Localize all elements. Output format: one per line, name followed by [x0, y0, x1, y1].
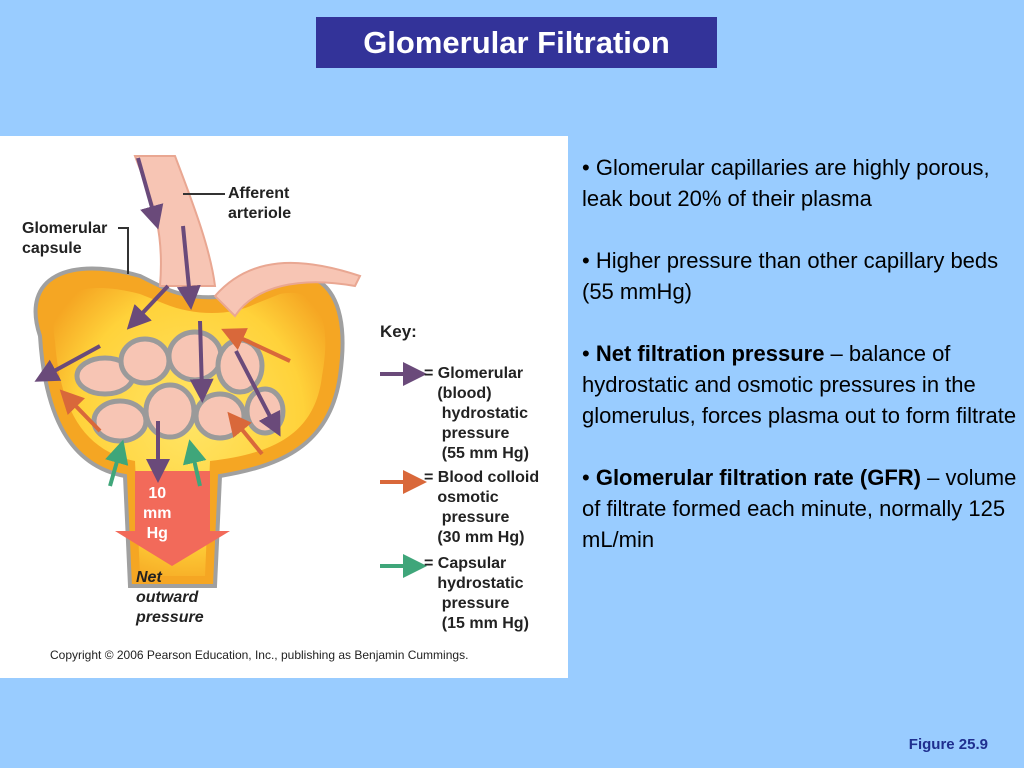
- figure-number: Figure 25.9: [908, 736, 988, 753]
- glomerulus-figure: Afferent arteriole Glomerular capsule 10…: [0, 136, 568, 678]
- net-outward-pressure-label: Net outward pressure: [136, 569, 204, 626]
- glomerulus-diagram: [33, 155, 427, 588]
- bullet-item: • Glomerular capillaries are highly poro…: [582, 152, 1018, 214]
- key-item-glomerular: = Glomerular (blood) hydrostatic pressur…: [424, 365, 529, 462]
- bullet-item: • Net filtration pressure – balance of h…: [582, 338, 1018, 431]
- osmotic-pressure-arrows: [59, 328, 291, 456]
- glomerular-capsule-label: Glomerular capsule: [22, 220, 108, 257]
- key-title: Key:: [380, 322, 417, 341]
- afferent-arteriole-shape: [133, 155, 217, 287]
- net-outward-arrow: [115, 471, 230, 566]
- efferent-arteriole-shape: [213, 261, 362, 318]
- bullet-text: – balance of hydrostatic and osmotic pre…: [582, 341, 1017, 428]
- bullet-text: – volume of filtrate formed each minute,…: [582, 465, 1017, 552]
- bullet-bold: Net filtration pressure: [595, 341, 825, 366]
- bullet-marker: •: [582, 341, 596, 366]
- bullet-marker: •: [582, 155, 596, 180]
- afferent-arteriole-label: Afferent arteriole: [228, 185, 292, 222]
- bullet-item: • Higher pressure than other capillary b…: [582, 245, 1018, 307]
- net-pressure-value: 10 mm Hg: [143, 485, 172, 542]
- key-item-colloid: = Blood colloid osmotic pressure (30 mm …: [424, 469, 540, 546]
- capsular-pressure-arrows: [105, 439, 207, 487]
- bullet-text: Glomerular capillaries are highly porous…: [582, 155, 990, 211]
- bullet-list: • Glomerular capillaries are highly poro…: [582, 152, 1018, 586]
- glomerular-pressure-arrows: [34, 157, 281, 483]
- key-item-capsular: = Capsular hydrostatic pressure (15 mm H…: [424, 555, 529, 632]
- bullet-bold: Glomerular filtration rate (GFR): [595, 465, 921, 490]
- bullet-text: Higher pressure than other capillary bed…: [582, 248, 999, 304]
- copyright-text: Copyright © 2006 Pearson Education, Inc.…: [50, 648, 469, 662]
- bullet-marker: •: [582, 465, 596, 490]
- bullet-marker: •: [582, 248, 596, 273]
- slide-title: Glomerular Filtration: [316, 17, 717, 68]
- bullet-item: • Glomerular filtration rate (GFR) – vol…: [582, 462, 1018, 555]
